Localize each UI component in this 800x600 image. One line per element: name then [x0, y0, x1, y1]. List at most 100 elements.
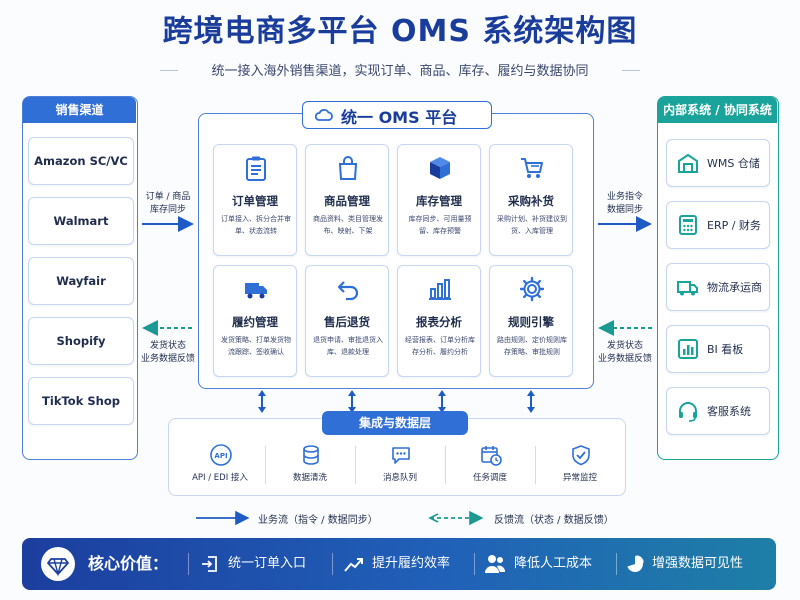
- flow-text: 业务指令: [606, 192, 643, 202]
- clipboard-icon: [246, 156, 266, 181]
- channel-item[interactable]: Amazon SC/VC: [28, 137, 134, 185]
- internal-system-service[interactable]: 客服系统: [666, 387, 770, 435]
- pie-chart-icon: [627, 555, 644, 572]
- internal-system-erp[interactable]: ERP / 财务: [666, 201, 770, 249]
- divider: [188, 553, 189, 575]
- internal-systems-header: 内部系统 / 协同系统: [658, 97, 777, 123]
- divider: [474, 553, 475, 575]
- flow-text: 发货状态: [606, 341, 643, 351]
- integration-label: 任务调度: [472, 473, 507, 483]
- flow-label-left-top: 订单 / 商品 库存同步: [140, 191, 196, 217]
- cart-icon: [521, 158, 543, 178]
- subtitle-row: 统一接入海外销售渠道，实现订单、商品、库存、履约与数据协同: [0, 60, 800, 80]
- svg-text:API: API: [214, 452, 227, 460]
- internal-system-label: 客服系统: [707, 405, 751, 418]
- module-title: 履约管理: [232, 315, 278, 329]
- subtitle-line-right: [622, 70, 640, 71]
- core-value-bar: 核心价值： 统一订单入口 提升履约效率 降低人工成本 增强数据可见性: [22, 538, 776, 590]
- return-arrow-icon: [337, 281, 359, 301]
- core-value-text: 降低人工成本: [514, 556, 593, 571]
- flow-text: 订单 / 商品: [145, 192, 191, 202]
- module-title: 规则引擎: [508, 315, 554, 329]
- sales-channels-panel: 销售渠道 Amazon SC/VC Walmart 1P/3P/DSV Wayf…: [22, 96, 138, 460]
- flow-text: 业务数据反馈: [140, 354, 195, 364]
- module-desc: 经营报表、订单分析库存分析、履约分析: [405, 336, 475, 356]
- module-fulfillment-management[interactable]: 履约管理 发货策略、打单发货物流跟踪、签收确认: [213, 265, 297, 377]
- sales-channels-header: 销售渠道: [23, 97, 136, 123]
- internal-system-label: 物流承运商: [707, 281, 762, 294]
- shield-check-icon: [572, 445, 590, 466]
- integration-item-queue[interactable]: 消息队列: [357, 444, 443, 488]
- subtitle-line-left: [160, 70, 178, 71]
- gear-icon: [520, 276, 544, 302]
- integration-items-row: API API / EDI 接入 数据清洗 消息队列 任务调度 异常监控: [177, 436, 617, 490]
- shopping-bag-icon: [338, 156, 358, 180]
- flow-text: 发货状态: [149, 341, 186, 351]
- internal-system-bi[interactable]: BI 看板: [666, 325, 770, 373]
- oms-title-box: 统一 OMS 平台: [302, 101, 492, 129]
- divider: [616, 553, 617, 575]
- module-inventory-management[interactable]: 库存管理 库存同步、可用量预留、库存预警: [397, 144, 481, 256]
- core-value-item: 增强数据可见性: [626, 538, 743, 590]
- divider: [355, 446, 356, 484]
- module-desc: 采购计划、补货建议到货、入库管理: [497, 215, 567, 235]
- warehouse-icon: [678, 153, 698, 173]
- headset-icon: [679, 402, 697, 422]
- core-value-text: 提升履约效率: [372, 556, 451, 571]
- module-title: 库存管理: [416, 194, 462, 208]
- api-icon: API: [210, 444, 232, 466]
- integration-item-monitoring[interactable]: 异常监控: [537, 444, 623, 488]
- divider: [445, 446, 446, 484]
- module-product-management[interactable]: 商品管理 商品资料、类目管理发布、映射、下架: [305, 144, 389, 256]
- flow-text: 库存同步: [149, 205, 186, 215]
- trend-up-icon: [344, 558, 363, 572]
- message-icon: [392, 447, 410, 464]
- core-value-text: 统一订单入口: [228, 556, 307, 571]
- integration-label: 异常监控: [562, 473, 597, 483]
- integration-item-cleaning[interactable]: 数据清洗: [267, 444, 353, 488]
- integration-label: API / EDI 接入: [192, 473, 248, 483]
- bar-chart-icon: [678, 339, 698, 359]
- legend-feedback-arrow-start: [428, 513, 439, 523]
- login-icon: [202, 556, 217, 572]
- module-report-analysis[interactable]: 报表分析 经营报表、订单分析库存分析、履约分析: [397, 265, 481, 377]
- module-purchase-replenishment[interactable]: 采购补货 采购计划、补货建议到货、入库管理: [489, 144, 573, 256]
- internal-system-carrier[interactable]: 物流承运商: [666, 263, 770, 311]
- module-desc: 订单接入、拆分合并审单、状态流转: [221, 215, 291, 235]
- database-icon: [303, 445, 319, 465]
- module-after-sales-returns[interactable]: 售后退货 退货申请、审批退货入库、退款处理: [305, 265, 389, 377]
- divider: [535, 446, 536, 484]
- core-value-text: 增强数据可见性: [652, 556, 744, 571]
- module-desc: 退货申请、审批退货入库、退款处理: [313, 336, 383, 356]
- module-title: 报表分析: [416, 315, 462, 329]
- module-title: 订单管理: [232, 194, 278, 208]
- core-value-item: 降低人工成本: [484, 538, 592, 590]
- module-order-management[interactable]: 订单管理 订单接入、拆分合并审单、状态流转: [213, 144, 297, 256]
- page-subtitle: 统一接入海外销售渠道，实现订单、商品、库存、履约与数据协同: [211, 64, 589, 79]
- calculator-icon: [679, 215, 697, 235]
- channel-item[interactable]: TikTok Shop: [28, 377, 134, 425]
- page-title: 跨境电商多平台 OMS 系统架构图: [162, 14, 638, 49]
- oms-title: 统一 OMS 平台: [341, 108, 458, 127]
- internal-system-wms[interactable]: WMS 仓储系统: [666, 139, 770, 218]
- integration-label: 数据清洗: [292, 473, 327, 483]
- cloud-icon: [315, 109, 333, 121]
- channel-item[interactable]: Wayfair: [28, 257, 134, 305]
- internal-system-label: BI 看板: [707, 343, 744, 356]
- calendar-clock-icon: [481, 446, 502, 466]
- module-title: 售后退货: [324, 315, 370, 329]
- module-title: 采购补货: [508, 194, 554, 208]
- flow-text: 数据同步: [606, 205, 643, 215]
- channel-item[interactable]: Shopify: [28, 317, 134, 365]
- flow-label-left-bottom: 发货状态 业务数据反馈: [140, 340, 196, 366]
- module-rule-engine[interactable]: 规则引擎 路由规则、定价规则库存策略、审批规则: [489, 265, 573, 377]
- bar-chart-icon: [429, 279, 451, 300]
- module-desc: 库存同步、可用量预留、库存预警: [408, 215, 472, 235]
- integration-item-api[interactable]: API API / EDI 接入: [177, 444, 263, 488]
- module-desc: 发货策略、打单发货物流跟踪、签收确认: [221, 336, 291, 356]
- integration-label: 消息队列: [382, 473, 417, 483]
- integration-item-scheduling[interactable]: 任务调度: [447, 444, 533, 488]
- diamond-icon: [41, 547, 75, 581]
- divider: [265, 446, 266, 484]
